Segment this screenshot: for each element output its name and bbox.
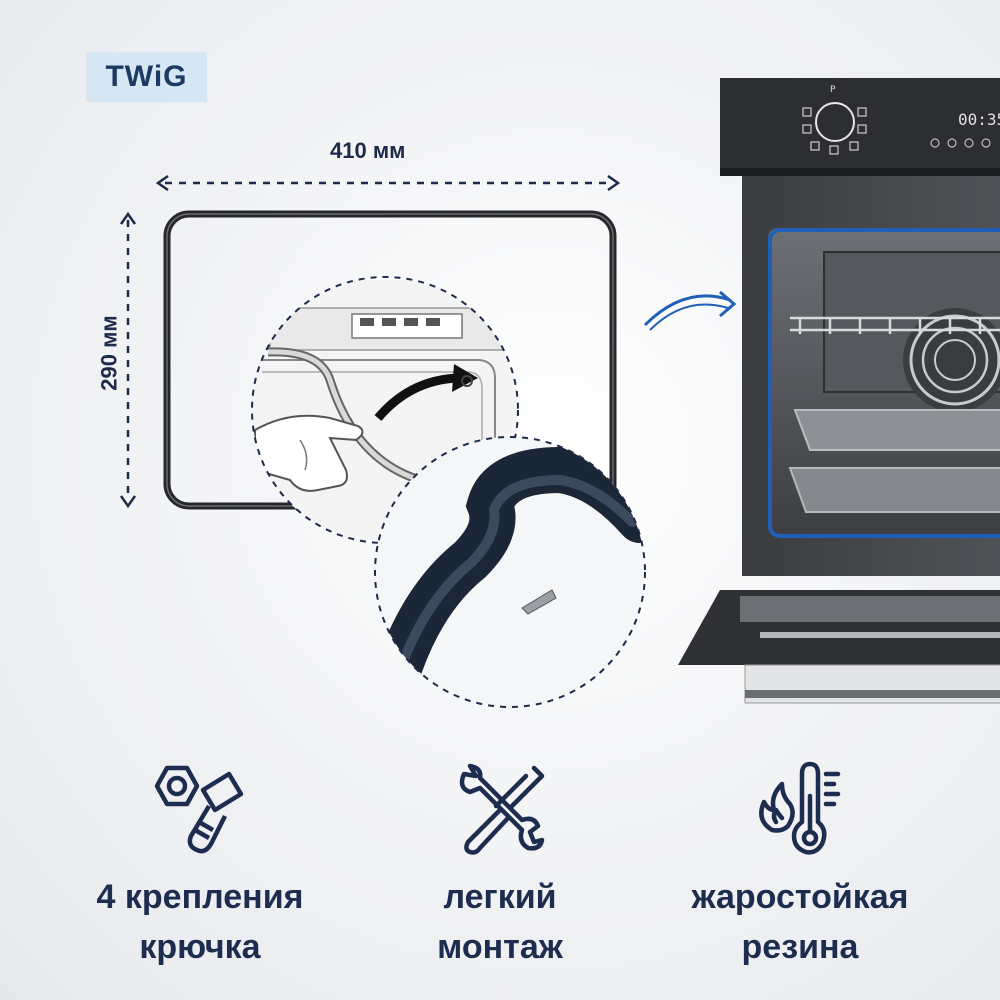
height-arrow [119, 211, 137, 509]
width-arrow [155, 174, 621, 192]
svg-text:P: P [830, 85, 836, 95]
feature-hooks: 4 крепления крючка [50, 760, 350, 972]
product-illustration: P 00:35 [119, 78, 1000, 708]
hex-nut-bolt-icon [154, 765, 244, 854]
feature-heat-resistant-line1: жаростойкая [691, 878, 909, 916]
svg-text:00:35: 00:35 [958, 110, 1000, 129]
oven-illustration: P 00:35 [678, 78, 1000, 704]
feature-easy-install: легкий монтаж [350, 760, 650, 972]
feature-easy-install-label: легкий монтаж [350, 872, 650, 972]
oven-door-seal [768, 228, 1000, 538]
flame-thermometer-icon [759, 761, 841, 855]
feature-easy-install-line2: монтаж [437, 928, 563, 966]
feature-heat-resistant-line2: резина [741, 928, 859, 966]
width-dimension-label: 410 мм [330, 138, 406, 163]
feature-hooks-line1: 4 крепления [96, 878, 304, 916]
wrench-screwdriver-icon [459, 763, 545, 855]
mounting-detail-circle [251, 276, 519, 544]
brand-logo: TWiG [86, 52, 207, 102]
feature-heat-resistant: жаростойкая резина [650, 760, 950, 972]
feature-hooks-label: 4 крепления крючка [50, 872, 350, 972]
feature-hooks-line2: крючка [139, 928, 261, 966]
seal-closeup-circle [374, 436, 646, 708]
feature-easy-install-line1: легкий [443, 878, 557, 916]
pointer-arrow [643, 294, 731, 327]
feature-heat-resistant-label: жаростойкая резина [650, 872, 950, 972]
